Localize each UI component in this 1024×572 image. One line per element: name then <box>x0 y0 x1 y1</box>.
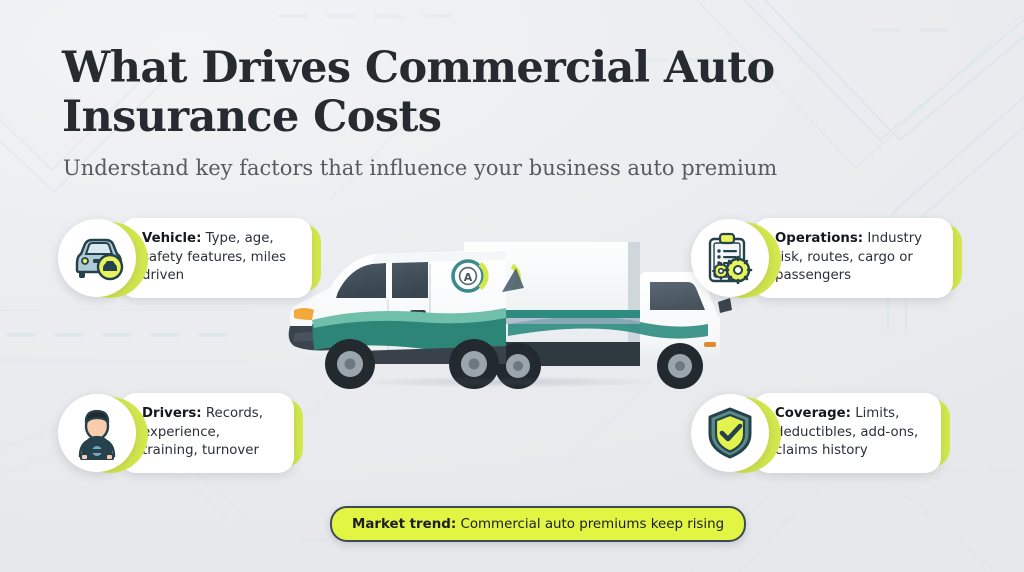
factor-card-operations[interactable]: Operations: Industry risk, routes, cargo… <box>691 218 962 298</box>
van-wheel-rear <box>449 339 499 389</box>
vehicle-desc: Type, age, safety features, miles driven <box>142 231 287 283</box>
coverage-label: Coverage: <box>775 406 851 421</box>
truck-wheel-rear <box>495 343 541 389</box>
truck-wheel-front <box>657 343 703 389</box>
operations-icon-wrap <box>691 218 781 298</box>
market-trend-text: Market trend: Commercial auto premiums k… <box>352 517 724 532</box>
vehicle-label: Vehicle: <box>142 231 202 246</box>
vehicle-pill-wrap: Vehicle: Type, age, safety features, mil… <box>94 218 321 298</box>
clipboard-gears-icon <box>708 232 753 284</box>
coverage-text: Coverage: Limits, deductibles, add-ons, … <box>775 405 923 461</box>
vehicle-shadow <box>292 374 722 390</box>
coverage-pill-wrap: Coverage: Limits, deductibles, add-ons, … <box>727 393 950 473</box>
delivery-van: A <box>288 250 524 389</box>
van-wheel-front <box>325 339 375 389</box>
operations-pill: Operations: Industry risk, routes, cargo… <box>753 218 953 298</box>
icon-circle <box>691 218 769 297</box>
van-logo-letter: A <box>464 271 473 284</box>
market-trend-banner[interactable]: Market trend: Commercial auto premiums k… <box>330 506 747 542</box>
icon-circle <box>58 393 136 472</box>
vehicles-svg: A <box>288 242 732 389</box>
vehicles-illustration: A <box>268 214 748 399</box>
operations-pill-wrap: Operations: Industry risk, routes, cargo… <box>727 218 962 298</box>
vehicle-icon-wrap <box>58 218 148 298</box>
shield-check-icon <box>708 407 752 459</box>
page-title: What Drives Commercial Auto Insurance Co… <box>62 43 775 142</box>
vehicle-text: Vehicle: Type, age, safety features, mil… <box>142 230 294 286</box>
market-trend-label: Market trend: <box>352 516 457 532</box>
vehicle-pill: Vehicle: Type, age, safety features, mil… <box>120 218 312 298</box>
operations-label: Operations: <box>775 231 864 246</box>
drivers-label: Drivers: <box>142 406 202 421</box>
drivers-pill: Drivers: Records, experience, training, … <box>120 393 294 473</box>
drivers-desc: Records, experience, training, turnover <box>142 406 263 458</box>
coverage-icon-wrap <box>691 393 781 473</box>
page-subtitle: Understand key factors that influence yo… <box>63 156 778 180</box>
market-trend-desc: Commercial auto premiums keep rising <box>456 516 725 532</box>
icon-circle <box>691 393 769 472</box>
operations-text: Operations: Industry risk, routes, cargo… <box>775 230 935 286</box>
icon-circle <box>58 218 136 297</box>
factor-card-coverage[interactable]: Coverage: Limits, deductibles, add-ons, … <box>691 393 950 473</box>
coverage-pill: Coverage: Limits, deductibles, add-ons, … <box>753 393 941 473</box>
factor-card-drivers[interactable]: Drivers: Records, experience, training, … <box>58 393 303 473</box>
drivers-icon-wrap <box>58 393 148 473</box>
box-truck <box>464 242 732 389</box>
drivers-text: Drivers: Records, experience, training, … <box>142 405 276 461</box>
gear-large <box>723 255 753 284</box>
factor-card-vehicle[interactable]: Vehicle: Type, age, safety features, mil… <box>58 218 321 298</box>
driver-steering-wheel-icon <box>78 409 116 460</box>
car-front-icon <box>75 238 124 280</box>
van-logo: A <box>451 259 524 293</box>
